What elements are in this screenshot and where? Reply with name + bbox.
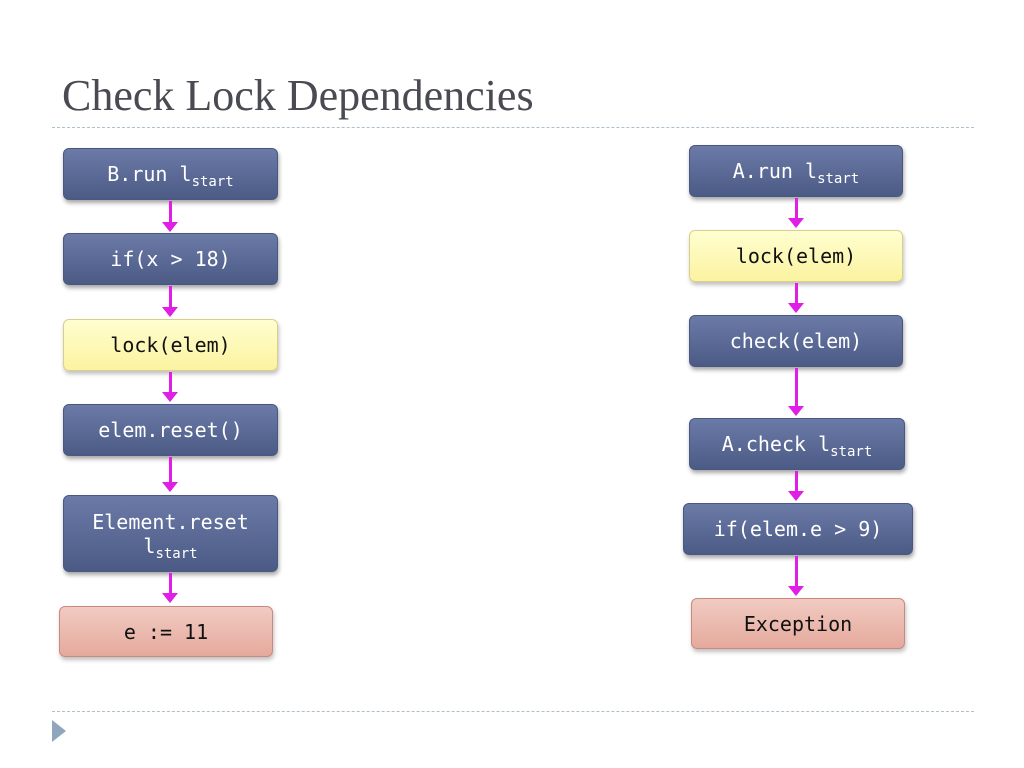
elem-reset-label: elem.reset() — [98, 418, 243, 442]
right-arrow-2 — [788, 283, 804, 313]
if-elem-label: if(elem.e > 9) — [713, 517, 883, 541]
left-arrow-5 — [162, 573, 178, 603]
if-x-node: if(x > 18) — [63, 233, 278, 285]
left-arrow-1 — [162, 201, 178, 232]
element-reset-node: Element.reset lstart — [63, 495, 278, 572]
exception-label: Exception — [743, 611, 853, 636]
check-node: check(elem) — [689, 315, 903, 367]
left-lock-label: lock(elem) — [110, 333, 231, 357]
left-arrow-3 — [162, 372, 178, 402]
exception-node: Exception — [691, 598, 905, 649]
right-arrow-5 — [788, 556, 804, 596]
element-reset-line2: lstart — [143, 533, 198, 562]
if-elem-node: if(elem.e > 9) — [683, 503, 913, 555]
left-arrow-4 — [162, 457, 178, 492]
a-run-label: A.run lstart — [732, 159, 860, 187]
a-check-label: A.check lstart — [721, 432, 873, 460]
right-arrow-4 — [788, 471, 804, 501]
b-run-label: B.run lstart — [107, 162, 234, 190]
check-label: check(elem) — [729, 329, 863, 353]
right-arrow-1 — [788, 198, 804, 228]
elem-reset-node: elem.reset() — [63, 404, 278, 456]
a-check-node: A.check lstart — [689, 418, 905, 470]
assign-label: e := 11 — [123, 619, 209, 644]
right-lock-label: lock(elem) — [735, 244, 857, 268]
slide-title: Check Lock Dependencies — [62, 71, 534, 120]
right-arrow-3 — [788, 368, 804, 416]
left-lock-node: lock(elem) — [63, 319, 278, 371]
left-arrow-2 — [162, 286, 178, 317]
a-run-node: A.run lstart — [689, 145, 903, 197]
b-run-node: B.run lstart — [63, 148, 278, 200]
right-lock-node: lock(elem) — [689, 230, 903, 282]
element-reset-line1: Element.reset — [92, 509, 249, 534]
footer-divider — [52, 711, 974, 712]
play-arrow-icon — [52, 720, 66, 742]
assign-node: e := 11 — [59, 606, 273, 657]
if-x-label: if(x > 18) — [110, 247, 231, 271]
title-divider — [52, 127, 974, 128]
